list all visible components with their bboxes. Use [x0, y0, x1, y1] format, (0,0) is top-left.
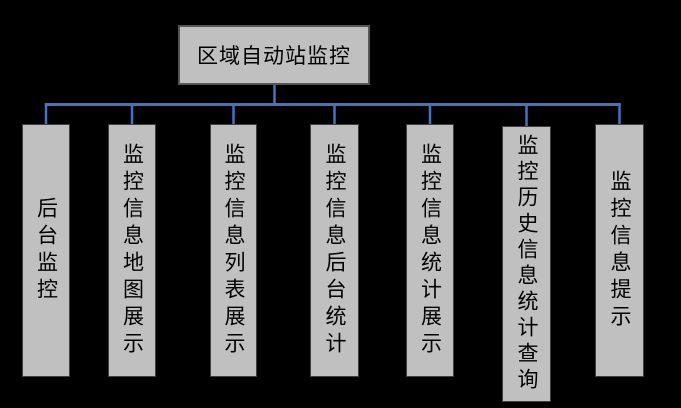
- child-node-info-alert: 监控信息提示: [595, 124, 644, 377]
- child-node-label: 监控信息后台统计: [323, 142, 347, 359]
- child-node-label: 监控信息统计展示: [418, 142, 443, 359]
- child-node-label: 后台监控: [34, 196, 59, 305]
- root-node: 区域自动站监控: [178, 25, 370, 85]
- root-node-label: 区域自动站监控: [197, 44, 351, 68]
- child-node-backend-statistics: 监控信息后台统计: [310, 124, 359, 377]
- child-node-label: 监控信息提示: [608, 169, 632, 332]
- child-node-map-display: 监控信息地图展示: [108, 124, 156, 377]
- child-node-label: 监控历史信息统计查询: [515, 134, 539, 394]
- child-node-list-display: 监控信息列表展示: [210, 124, 257, 377]
- child-node-statistics-display: 监控信息统计展示: [406, 124, 454, 377]
- child-node-label: 监控信息地图展示: [120, 142, 145, 359]
- child-node-backend-monitoring: 后台监控: [22, 124, 70, 377]
- child-node-label: 监控信息列表展示: [222, 142, 246, 359]
- child-node-history-statistics-query: 监控历史信息统计查询: [502, 126, 551, 402]
